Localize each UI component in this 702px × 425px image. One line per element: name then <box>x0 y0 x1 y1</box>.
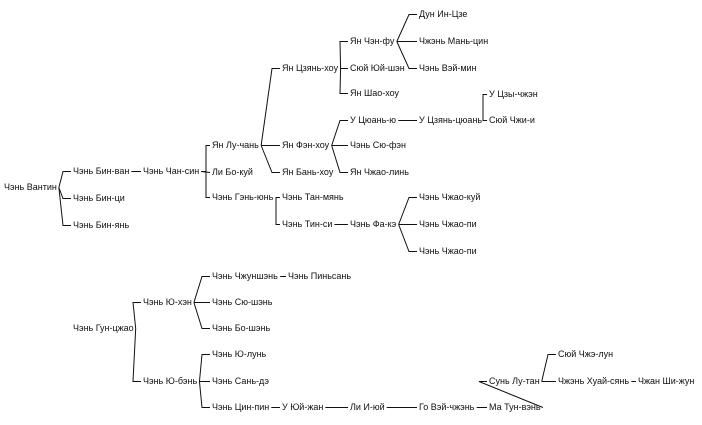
connector-line <box>541 354 556 382</box>
person-chen-gong-zhao: Чэнь Гун-цжао <box>73 323 134 333</box>
connector-line <box>398 224 417 252</box>
person-chen-you-ben: Чэнь Ю-бэнь <box>143 376 197 386</box>
person-yang-ban-hou: Ян Бань-хоу <box>282 167 334 177</box>
person-wu-jian-quan: У Цзянь-цюань <box>419 115 482 125</box>
tree-edges <box>58 14 636 408</box>
person-chen-zhao-kui: Чэнь Чжао-куй <box>419 192 480 202</box>
person-guo-wei-zhen: Го Вэй-чжэнь <box>419 402 475 412</box>
person-chen-bing-yan: Чэнь Бин-янь <box>73 220 129 230</box>
person-yang-jian-hou: Ян Цзянь-хоу <box>282 63 339 73</box>
connector-line <box>331 120 348 146</box>
person-wu-yu-rang: У Юй-жан <box>282 402 323 412</box>
person-chen-bo-shen: Чэнь Бо-шэнь <box>212 323 270 333</box>
person-xu-zhi-yi: Сюй Чжи-и <box>489 115 535 125</box>
person-chen-chang-xing: Чэнь Чан-син <box>143 166 199 176</box>
person-xu-zhe-long: Сюй Чжэ-лун <box>558 349 613 359</box>
connector-line <box>201 145 210 172</box>
tree-labels: Чэнь Вантин Чэнь Бин-ван Чэнь Бин-ци Чэн… <box>4 9 694 412</box>
person-chen-wangting: Чэнь Вантин <box>4 182 57 192</box>
person-yang-shao-hou: Ян Шао-хоу <box>350 88 400 98</box>
connector-line <box>478 381 544 408</box>
connector-line <box>58 187 71 199</box>
person-chen-geng-yun: Чэнь Гэнь-юнь <box>212 192 274 202</box>
connector-line <box>201 171 210 198</box>
person-chen-bing-wang: Чэнь Бин-ван <box>73 166 129 176</box>
person-zhang-shi-rong: Чжан Ши-жун <box>638 376 694 386</box>
person-chen-qing-ping: Чэнь Цин-пин <box>212 402 269 412</box>
person-chen-fa-ke: Чэнь Фа-кэ <box>350 219 397 229</box>
person-li-yi-yu: Ли И-юй <box>350 402 385 412</box>
connector-line <box>260 145 280 173</box>
person-yang-lu-chan: Ян Лу-чань <box>212 140 259 150</box>
connector-line <box>331 145 348 173</box>
person-zheng-man-qing: Чжэнь Мань-цин <box>419 36 488 46</box>
person-chen-xiu-shen: Чэнь Сю-шэнь <box>212 297 273 307</box>
person-wu-quan-you: У Цюань-ю <box>350 115 396 125</box>
person-xu-yu-sheng: Сюй Юй-шэн <box>350 63 405 73</box>
person-ma-tong-wen: Ма Тун-вэнь <box>489 402 541 412</box>
person-li-bo-kui: Ли Бо-куй <box>212 167 253 177</box>
person-zheng-huai-xian: Чжэнь Хуай-сянь <box>558 376 629 386</box>
person-sun-lu-tang: Сунь Лу-тан <box>489 376 540 386</box>
connector-line <box>132 328 141 382</box>
connector-line <box>193 276 210 303</box>
connector-line <box>339 41 348 69</box>
connector-line <box>198 381 210 408</box>
person-chen-pinsan: Чэнь Пиньсань <box>288 271 351 281</box>
person-yang-cheng-fu: Ян Чэн-фу <box>350 36 395 46</box>
person-chen-bing-qi: Чэнь Бин-ци <box>73 193 125 203</box>
connector-line <box>482 94 487 121</box>
connector-line <box>396 14 417 42</box>
person-chen-san-de: Чэнь Сань-дэ <box>212 376 269 386</box>
connector-line <box>193 302 210 329</box>
connector-line <box>198 354 210 382</box>
person-chen-zhao-pi-1: Чэнь Чжао-пи <box>419 219 477 229</box>
person-chen-zhongshen: Чэнь Чжуншэнь <box>212 271 278 281</box>
person-yang-zhao-lin: Ян Чжао-линь <box>350 167 409 177</box>
person-wu-zi-zhen: У Цзы-чжэн <box>489 89 538 99</box>
connector-line <box>58 187 71 226</box>
person-chen-you-heng: Чэнь Ю-хэн <box>143 297 192 307</box>
person-chen-zhao-pi-2: Чэнь Чжао-пи <box>419 246 477 256</box>
person-chen-you-lun: Чэнь Ю-лунь <box>212 349 267 359</box>
person-chen-tang-mian: Чэнь Тан-мянь <box>282 192 344 202</box>
person-chen-xiu-feng: Чэнь Сю-фэн <box>350 140 406 150</box>
person-yang-feng-hou: Ян Фэн-хоу <box>282 140 330 150</box>
connector-line <box>260 68 280 146</box>
person-chen-ting-xi: Чэнь Тин-си <box>282 219 332 229</box>
connector-line <box>58 171 71 188</box>
connector-line <box>396 41 417 69</box>
person-dong-ying-jie: Дун Ин-Цзе <box>419 9 467 19</box>
connector-line <box>398 197 417 225</box>
person-chen-wei-ming: Чэнь Вэй-мин <box>419 63 477 73</box>
connector-line <box>132 302 141 329</box>
connector-line <box>339 68 348 94</box>
connector-line <box>275 197 280 225</box>
